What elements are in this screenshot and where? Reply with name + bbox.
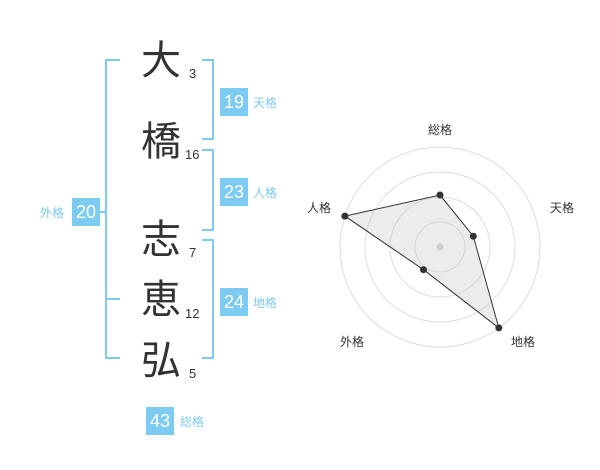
name-char-2: 橋: [141, 119, 181, 165]
name-char-1: 大: [141, 38, 181, 84]
radar-axis-label-chikaku: 地格: [511, 335, 536, 349]
radar-polygon: [343, 194, 500, 330]
radar-point-1: [436, 191, 444, 199]
gaikaku-bracket: [105, 59, 120, 359]
stroke-count-4: 12: [185, 306, 200, 321]
name-char-3: 志: [141, 217, 181, 263]
jinkaku-badge: 23: [220, 178, 248, 206]
radar-axis-label-tenkaku: 天格: [550, 201, 575, 215]
chikaku-label: 地格: [253, 296, 278, 310]
radar-point-5: [341, 212, 349, 220]
radar-ring-1: [414, 221, 466, 273]
name-char-5: 弘: [141, 338, 181, 384]
gaikaku-badge: 20: [72, 198, 100, 226]
stroke-count-1: 3: [189, 66, 197, 81]
tenkaku-bracket: [202, 59, 214, 140]
chikaku-bracket: [202, 239, 214, 359]
name-char-4: 恵: [141, 277, 181, 323]
radar-point-3: [495, 324, 503, 332]
tenkaku-badge: 19: [220, 88, 248, 116]
radar-axis-label-gaikaku: 外格: [340, 335, 365, 349]
soukaku-badge: 43: [146, 407, 174, 435]
soukaku-label: 総格: [180, 415, 205, 429]
radar-point-2: [469, 232, 477, 240]
tenkaku-label: 天格: [253, 96, 278, 110]
radar-point-4: [420, 266, 427, 274]
stroke-count-5: 5: [189, 366, 197, 381]
gaikaku-label: 外格: [40, 206, 65, 220]
radar-center-dot: [436, 243, 444, 251]
radar-ring-3: [364, 171, 516, 323]
radar-axis-label-jinkaku: 人格: [307, 201, 332, 215]
radar-ring-4: [339, 146, 541, 348]
chikaku-badge: 24: [220, 288, 248, 316]
jinkaku-bracket: [202, 149, 214, 231]
stroke-count-2: 16: [185, 147, 200, 162]
stroke-count-3: 7: [189, 245, 197, 260]
jinkaku-label: 人格: [253, 186, 278, 200]
radar-axis-label-soukaku: 総格: [428, 123, 453, 137]
